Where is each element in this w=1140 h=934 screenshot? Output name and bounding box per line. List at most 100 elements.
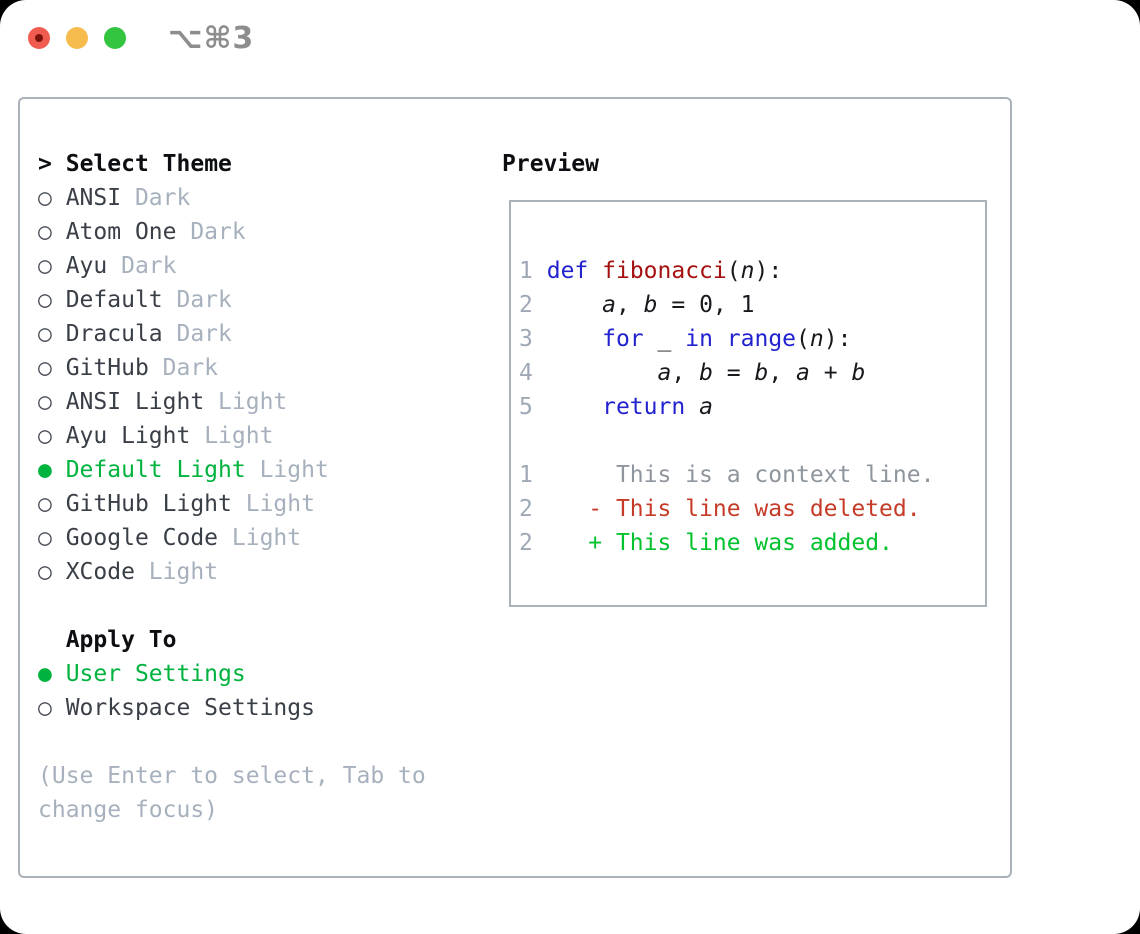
theme-item-label: XCode [51, 559, 135, 585]
close-button[interactable] [28, 27, 50, 49]
line-number: 1 [519, 462, 533, 488]
window-title: ⌥⌘3 [168, 21, 255, 56]
code-token: b [643, 292, 658, 318]
code-token [685, 394, 699, 420]
code-token: , [671, 360, 700, 386]
apply-to-header: Apply To [38, 623, 426, 657]
select-theme-header: > Select Theme [38, 147, 426, 181]
theme-variant-label: Light [231, 491, 315, 517]
minimize-button[interactable] [66, 27, 88, 49]
theme-item-ansi[interactable]: ○ ANSI Dark [38, 181, 426, 215]
line-number: 2 [519, 530, 533, 556]
radio-unselected-icon: ○ [38, 185, 52, 211]
code-token [547, 326, 602, 352]
diff-text-added: + This line was added. [546, 530, 893, 556]
theme-variant-label: Dark [162, 287, 232, 313]
preview-heading: Preview [502, 151, 599, 177]
apply-option-label: User Settings [51, 661, 246, 687]
radio-unselected-icon: ○ [38, 389, 52, 415]
line-number: 4 [519, 360, 533, 386]
theme-variant-label: Light [204, 389, 288, 415]
line-number: 2 [519, 496, 533, 522]
code-token: + [809, 360, 852, 386]
hint-line-1: (Use Enter to select, Tab to [38, 763, 426, 789]
theme-item-google-code[interactable]: ○ Google Code Light [38, 521, 426, 555]
theme-item-label: Google Code [51, 525, 219, 551]
line-number: 3 [519, 326, 533, 352]
theme-item-ayu[interactable]: ○ Ayu Dark [38, 249, 426, 283]
code-token [671, 326, 685, 352]
theme-item-default[interactable]: ○ Default Dark [38, 283, 426, 317]
theme-item-ayu-light[interactable]: ○ Ayu Light Light [38, 419, 426, 453]
code-token: = 0, 1 [657, 292, 755, 318]
theme-item-github-light[interactable]: ○ GitHub Light Light [38, 487, 426, 521]
code-token: n [740, 258, 755, 284]
theme-variant-label: Dark [121, 185, 191, 211]
radio-selected-icon: ● [38, 457, 52, 483]
code-token [713, 326, 727, 352]
apply-option-workspace-settings[interactable]: ○ Workspace Settings [38, 691, 426, 725]
theme-item-xcode[interactable]: ○ XCode Light [38, 555, 426, 589]
theme-picker-panel: > Select Theme ○ ANSI Dark○ Atom One Dar… [18, 97, 1012, 878]
apply-to-title: Apply To [65, 627, 177, 653]
code-token [547, 360, 658, 386]
theme-item-label: Ayu [51, 253, 108, 279]
hint-line-2: change focus) [38, 797, 219, 823]
code-token: for [602, 326, 644, 352]
theme-item-label: GitHub [51, 355, 149, 381]
diff-line-context: 1 This is a context line. [519, 458, 985, 492]
theme-selector-column: > Select Theme ○ ANSI Dark○ Atom One Dar… [38, 147, 426, 827]
code-token: a [796, 360, 810, 386]
radio-unselected-icon: ○ [38, 491, 52, 517]
theme-item-label: Default [51, 287, 163, 313]
apply-option-user-settings[interactable]: ● User Settings [38, 657, 426, 691]
radio-unselected-icon: ○ [38, 559, 52, 585]
blank-line [519, 424, 985, 458]
code-token: b [754, 360, 769, 386]
theme-list: ○ ANSI Dark○ Atom One Dark○ Ayu Dark○ De… [38, 181, 426, 589]
line-number: 2 [519, 292, 533, 318]
code-token: ): [754, 258, 783, 284]
code-token: = [712, 360, 755, 386]
zoom-button[interactable] [104, 27, 126, 49]
theme-item-ansi-light[interactable]: ○ ANSI Light Light [38, 385, 426, 419]
line-number: 5 [519, 394, 533, 420]
theme-item-label: Default Light [51, 457, 246, 483]
code-line: 3 for _ in range(n): [519, 322, 985, 356]
theme-variant-label: Light [245, 457, 329, 483]
diff-line-added: 2 + This line was added. [519, 526, 985, 560]
code-token: a [699, 394, 713, 420]
diff-text-deleted: - This line was deleted. [546, 496, 921, 522]
code-token [644, 326, 658, 352]
radio-unselected-icon: ○ [38, 695, 52, 721]
spacer [52, 151, 66, 177]
theme-variant-label: Dark [176, 219, 246, 245]
radio-unselected-icon: ○ [38, 287, 52, 313]
code-token: b [851, 360, 866, 386]
code-token: , [615, 292, 644, 318]
theme-item-label: Ayu Light [51, 423, 191, 449]
radio-unselected-icon: ○ [38, 253, 52, 279]
theme-item-label: Atom One [51, 219, 177, 245]
close-dot-icon [35, 34, 43, 42]
apply-to-list: ● User Settings○ Workspace Settings [38, 657, 426, 725]
code-token: def [546, 258, 589, 284]
radio-unselected-icon: ○ [38, 423, 52, 449]
apply-option-label: Workspace Settings [51, 695, 315, 721]
theme-item-github[interactable]: ○ GitHub Dark [38, 351, 426, 385]
code-line: 4 a, b = b, a + b [519, 356, 985, 390]
code-token: , [768, 360, 797, 386]
diff-line-deleted: 2 - This line was deleted. [519, 492, 985, 526]
theme-variant-label: Dark [107, 253, 177, 279]
theme-item-atom-one[interactable]: ○ Atom One Dark [38, 215, 426, 249]
diff-text-context: This is a context line. [546, 462, 935, 488]
code-token: range [726, 326, 797, 352]
theme-variant-label: Light [190, 423, 274, 449]
theme-item-dracula[interactable]: ○ Dracula Dark [38, 317, 426, 351]
theme-item-default-light[interactable]: ● Default Light Light [38, 453, 426, 487]
code-token: a [602, 292, 616, 318]
code-token [547, 292, 602, 318]
code-token: ( [726, 258, 741, 284]
code-token [547, 394, 602, 420]
